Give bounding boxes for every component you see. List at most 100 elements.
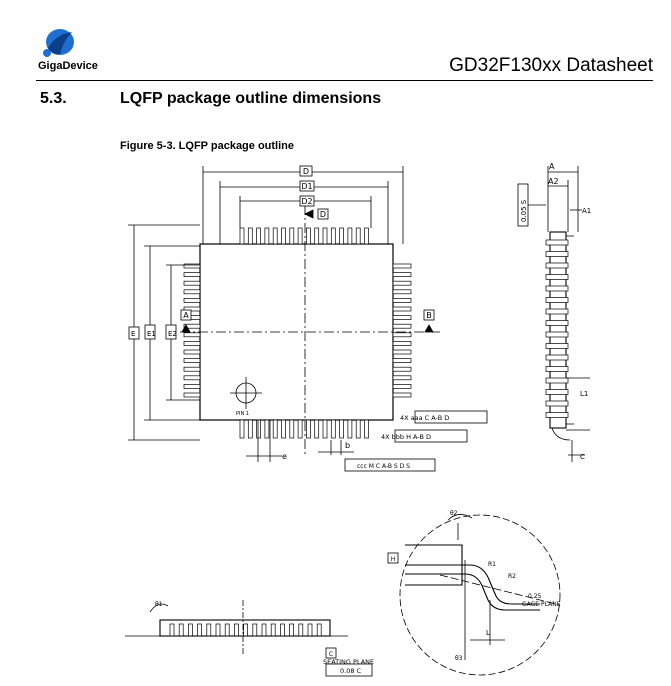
- lead: [183, 263, 201, 269]
- lead: [178, 623, 184, 637]
- lead: [247, 227, 253, 245]
- lead: [272, 227, 278, 245]
- lead: [347, 227, 353, 245]
- header-rule: [36, 80, 653, 81]
- lead: [183, 332, 201, 338]
- label-gauge-plane: GAGE PLANE: [522, 601, 561, 608]
- label-A: A: [549, 162, 555, 171]
- lead: [183, 384, 201, 389]
- label-flatness: 0.05 S: [520, 199, 528, 222]
- lead: [183, 358, 201, 363]
- lead: [183, 306, 201, 312]
- lead: [347, 419, 353, 439]
- lead: [545, 354, 569, 361]
- lead: [392, 298, 412, 303]
- side-body: [549, 231, 567, 429]
- lead: [545, 274, 569, 280]
- lead: [297, 227, 303, 245]
- label-theta2: θ2: [450, 510, 458, 517]
- lead: [545, 262, 569, 269]
- lead: [545, 377, 569, 384]
- lead: [545, 297, 569, 303]
- lead: [183, 341, 201, 346]
- label-gauge-val: 0.25: [528, 593, 542, 600]
- lead: [183, 289, 201, 295]
- label-R1: R1: [488, 561, 496, 568]
- label-D2: D2: [301, 197, 312, 206]
- lead: [183, 349, 201, 355]
- label-A2: A2: [548, 177, 559, 186]
- lead: [289, 419, 295, 439]
- label-A1: A1: [582, 207, 591, 215]
- lead: [545, 412, 569, 418]
- brand-name: GigaDevice: [38, 60, 98, 72]
- label-e: e: [282, 452, 287, 461]
- label-C: C: [580, 453, 585, 461]
- lead: [392, 323, 412, 329]
- tol-bbb: 4X bbb H A-B D: [381, 433, 431, 441]
- bottom-leads: [239, 419, 369, 439]
- lead: [545, 331, 569, 338]
- drawing-labels: D D1 D2 D E E1 E2 A B PIN 1 4X aaa C A-B…: [131, 162, 591, 675]
- document-title: GD32F130xx Datasheet: [449, 55, 653, 76]
- tol-aaa: 4X aaa C A-B D: [400, 414, 449, 422]
- lead: [545, 400, 569, 407]
- lead: [392, 280, 412, 286]
- lead: [247, 419, 253, 439]
- lead: [392, 384, 412, 389]
- lead: [316, 623, 322, 637]
- label-L1: L1: [580, 390, 588, 398]
- lead: [183, 298, 201, 303]
- lead: [392, 349, 412, 355]
- label-E1: E1: [147, 330, 156, 338]
- lead: [272, 419, 278, 439]
- lead: [289, 623, 294, 637]
- gigadevice-logo: GigaDevice: [38, 26, 108, 74]
- label-seating-plane: SEATING PLANE: [323, 658, 374, 666]
- lead: [289, 227, 295, 245]
- lead: [330, 419, 336, 439]
- lead: [306, 227, 311, 245]
- label-seating-tol: 0.08 C: [340, 667, 362, 675]
- lead: [364, 419, 369, 439]
- label-E2: E2: [168, 330, 177, 338]
- lead: [256, 419, 261, 439]
- lead: [545, 389, 569, 395]
- label-H: H: [391, 556, 396, 563]
- lead: [224, 623, 230, 637]
- lead: [392, 392, 412, 398]
- lead: [306, 419, 311, 439]
- front-view: [125, 600, 373, 677]
- label-L: L: [486, 629, 490, 637]
- lead: [188, 623, 193, 637]
- lead: [314, 227, 320, 245]
- lead: [256, 227, 261, 245]
- lead: [215, 623, 221, 637]
- label-datum-C: C: [329, 651, 333, 658]
- lead: [183, 375, 201, 381]
- top-leads: [239, 227, 369, 245]
- front-leads: [169, 623, 322, 637]
- lead: [355, 227, 361, 245]
- lead: [270, 623, 276, 637]
- lead: [197, 623, 202, 637]
- lead: [297, 419, 303, 439]
- label-D: D: [303, 167, 309, 176]
- lead: [545, 285, 569, 292]
- lead: [183, 392, 201, 398]
- lead: [355, 419, 361, 439]
- lead: [183, 272, 201, 277]
- lead: [252, 623, 258, 637]
- label-theta3: θ3: [455, 655, 463, 662]
- lead: [169, 623, 175, 637]
- label-datum-B: B: [426, 311, 432, 320]
- lead: [206, 623, 212, 637]
- side-leads: [545, 239, 569, 418]
- label-R2: R2: [508, 573, 516, 580]
- lead: [339, 419, 344, 439]
- lead: [392, 272, 412, 277]
- lead: [280, 623, 285, 637]
- logo-mark-icon: [43, 29, 74, 57]
- label-pin1: PIN 1: [236, 411, 249, 417]
